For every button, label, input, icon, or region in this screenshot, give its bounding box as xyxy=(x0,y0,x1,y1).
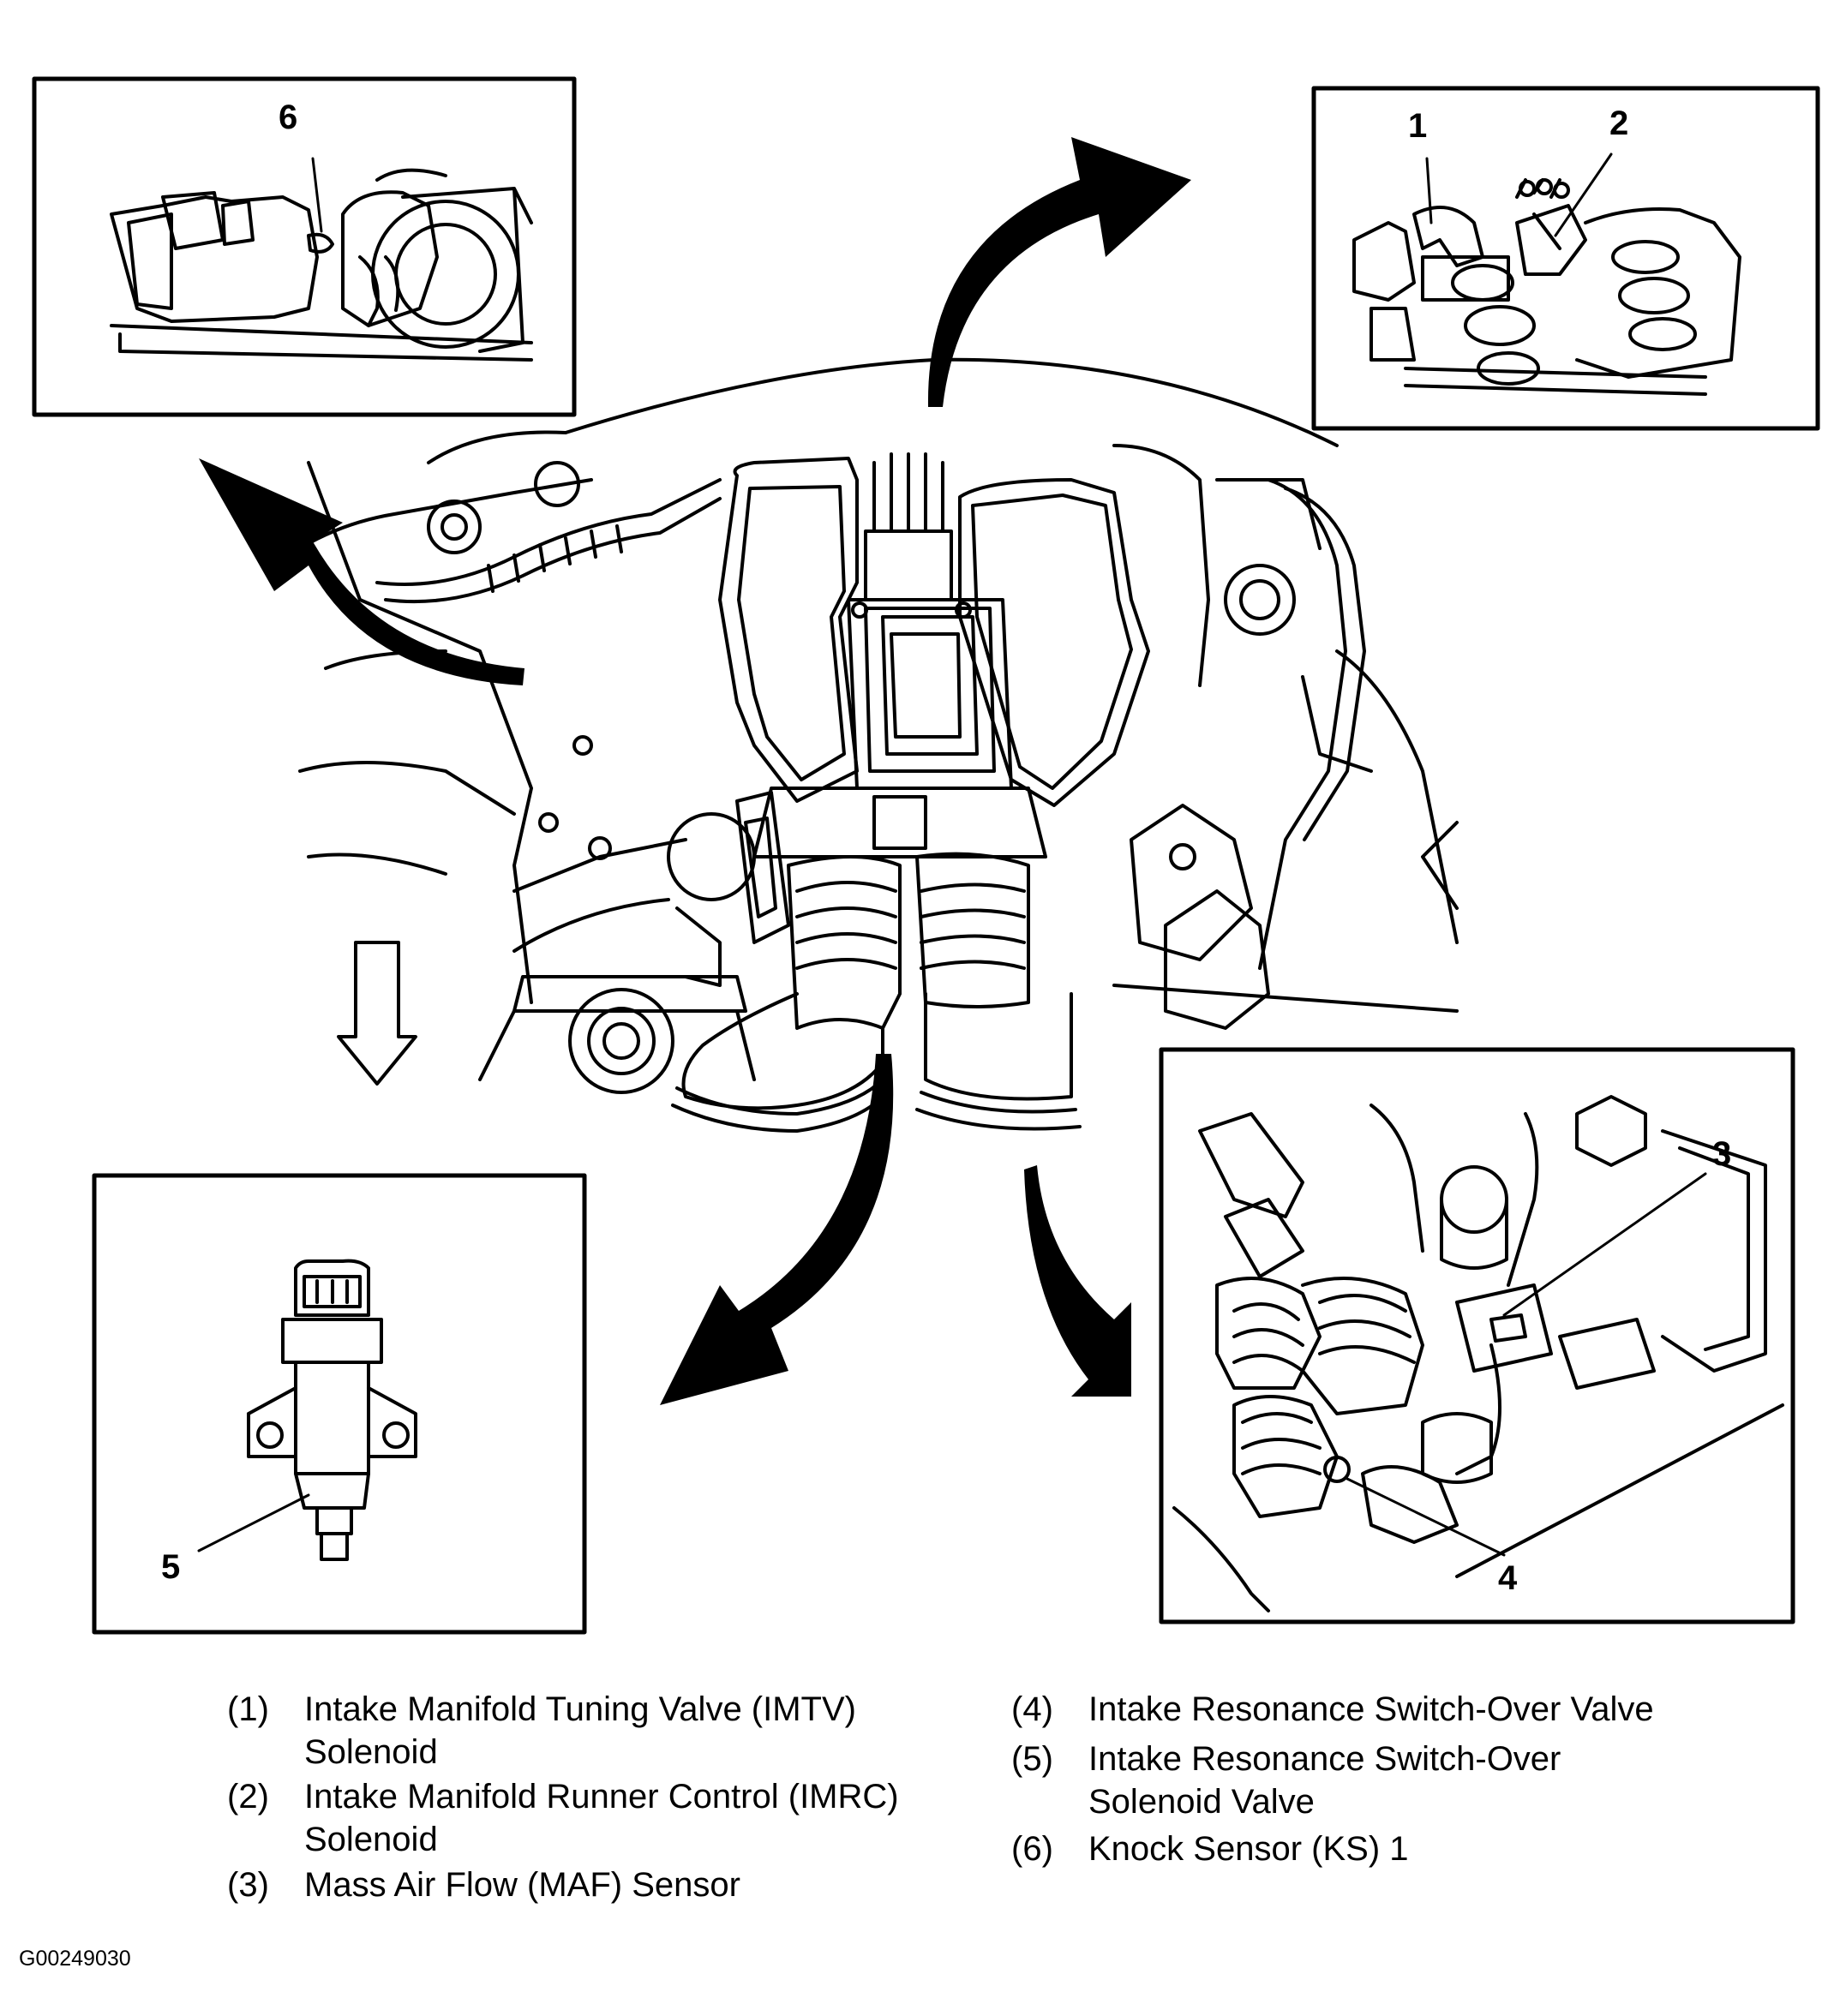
inset-knock-sensor xyxy=(32,76,577,417)
legend-number: (4) xyxy=(1011,1690,1053,1728)
legend-label-cont: Solenoid Valve xyxy=(1088,1783,1315,1821)
down-arrow-indicator xyxy=(337,941,417,1086)
inset-imtv-imrc xyxy=(1311,86,1820,431)
legend-label: Mass Air Flow (MAF) Sensor xyxy=(304,1866,740,1904)
arrow-to-inset-6 xyxy=(199,458,524,685)
inset-maf-valve xyxy=(1159,1047,1795,1624)
legend-number: (3) xyxy=(227,1866,269,1904)
legend-label: Intake Resonance Switch-Over Valve xyxy=(1088,1690,1654,1728)
callout-3: 3 xyxy=(1712,1135,1731,1173)
main-engine-view xyxy=(298,357,1459,1133)
legend-label-cont: Solenoid xyxy=(304,1733,438,1771)
inset-solenoid-valve xyxy=(92,1173,587,1635)
legend-number: (5) xyxy=(1011,1740,1053,1778)
legend-number: (1) xyxy=(227,1690,269,1728)
arrow-to-inset-3-4 xyxy=(1024,1165,1131,1397)
legend-number: (2) xyxy=(227,1778,269,1816)
callout-2: 2 xyxy=(1609,105,1628,142)
legend-number: (6) xyxy=(1011,1830,1053,1868)
arrow-to-inset-5 xyxy=(660,1054,894,1405)
callout-1: 1 xyxy=(1408,107,1427,145)
callout-6: 6 xyxy=(279,99,297,136)
arrow-to-inset-1-2 xyxy=(927,137,1191,407)
figure-id: G00249030 xyxy=(19,1947,131,1971)
callout-5: 5 xyxy=(161,1548,180,1586)
legend-label-cont: Solenoid xyxy=(304,1821,438,1858)
callout-4: 4 xyxy=(1498,1559,1518,1597)
legend-label: Knock Sensor (KS) 1 xyxy=(1088,1830,1409,1868)
legend-label: Intake Manifold Runner Control (IMRC) xyxy=(304,1778,899,1816)
legend-label: Intake Resonance Switch-Over xyxy=(1088,1740,1561,1778)
legend-label: Intake Manifold Tuning Valve (IMTV) xyxy=(304,1690,856,1728)
